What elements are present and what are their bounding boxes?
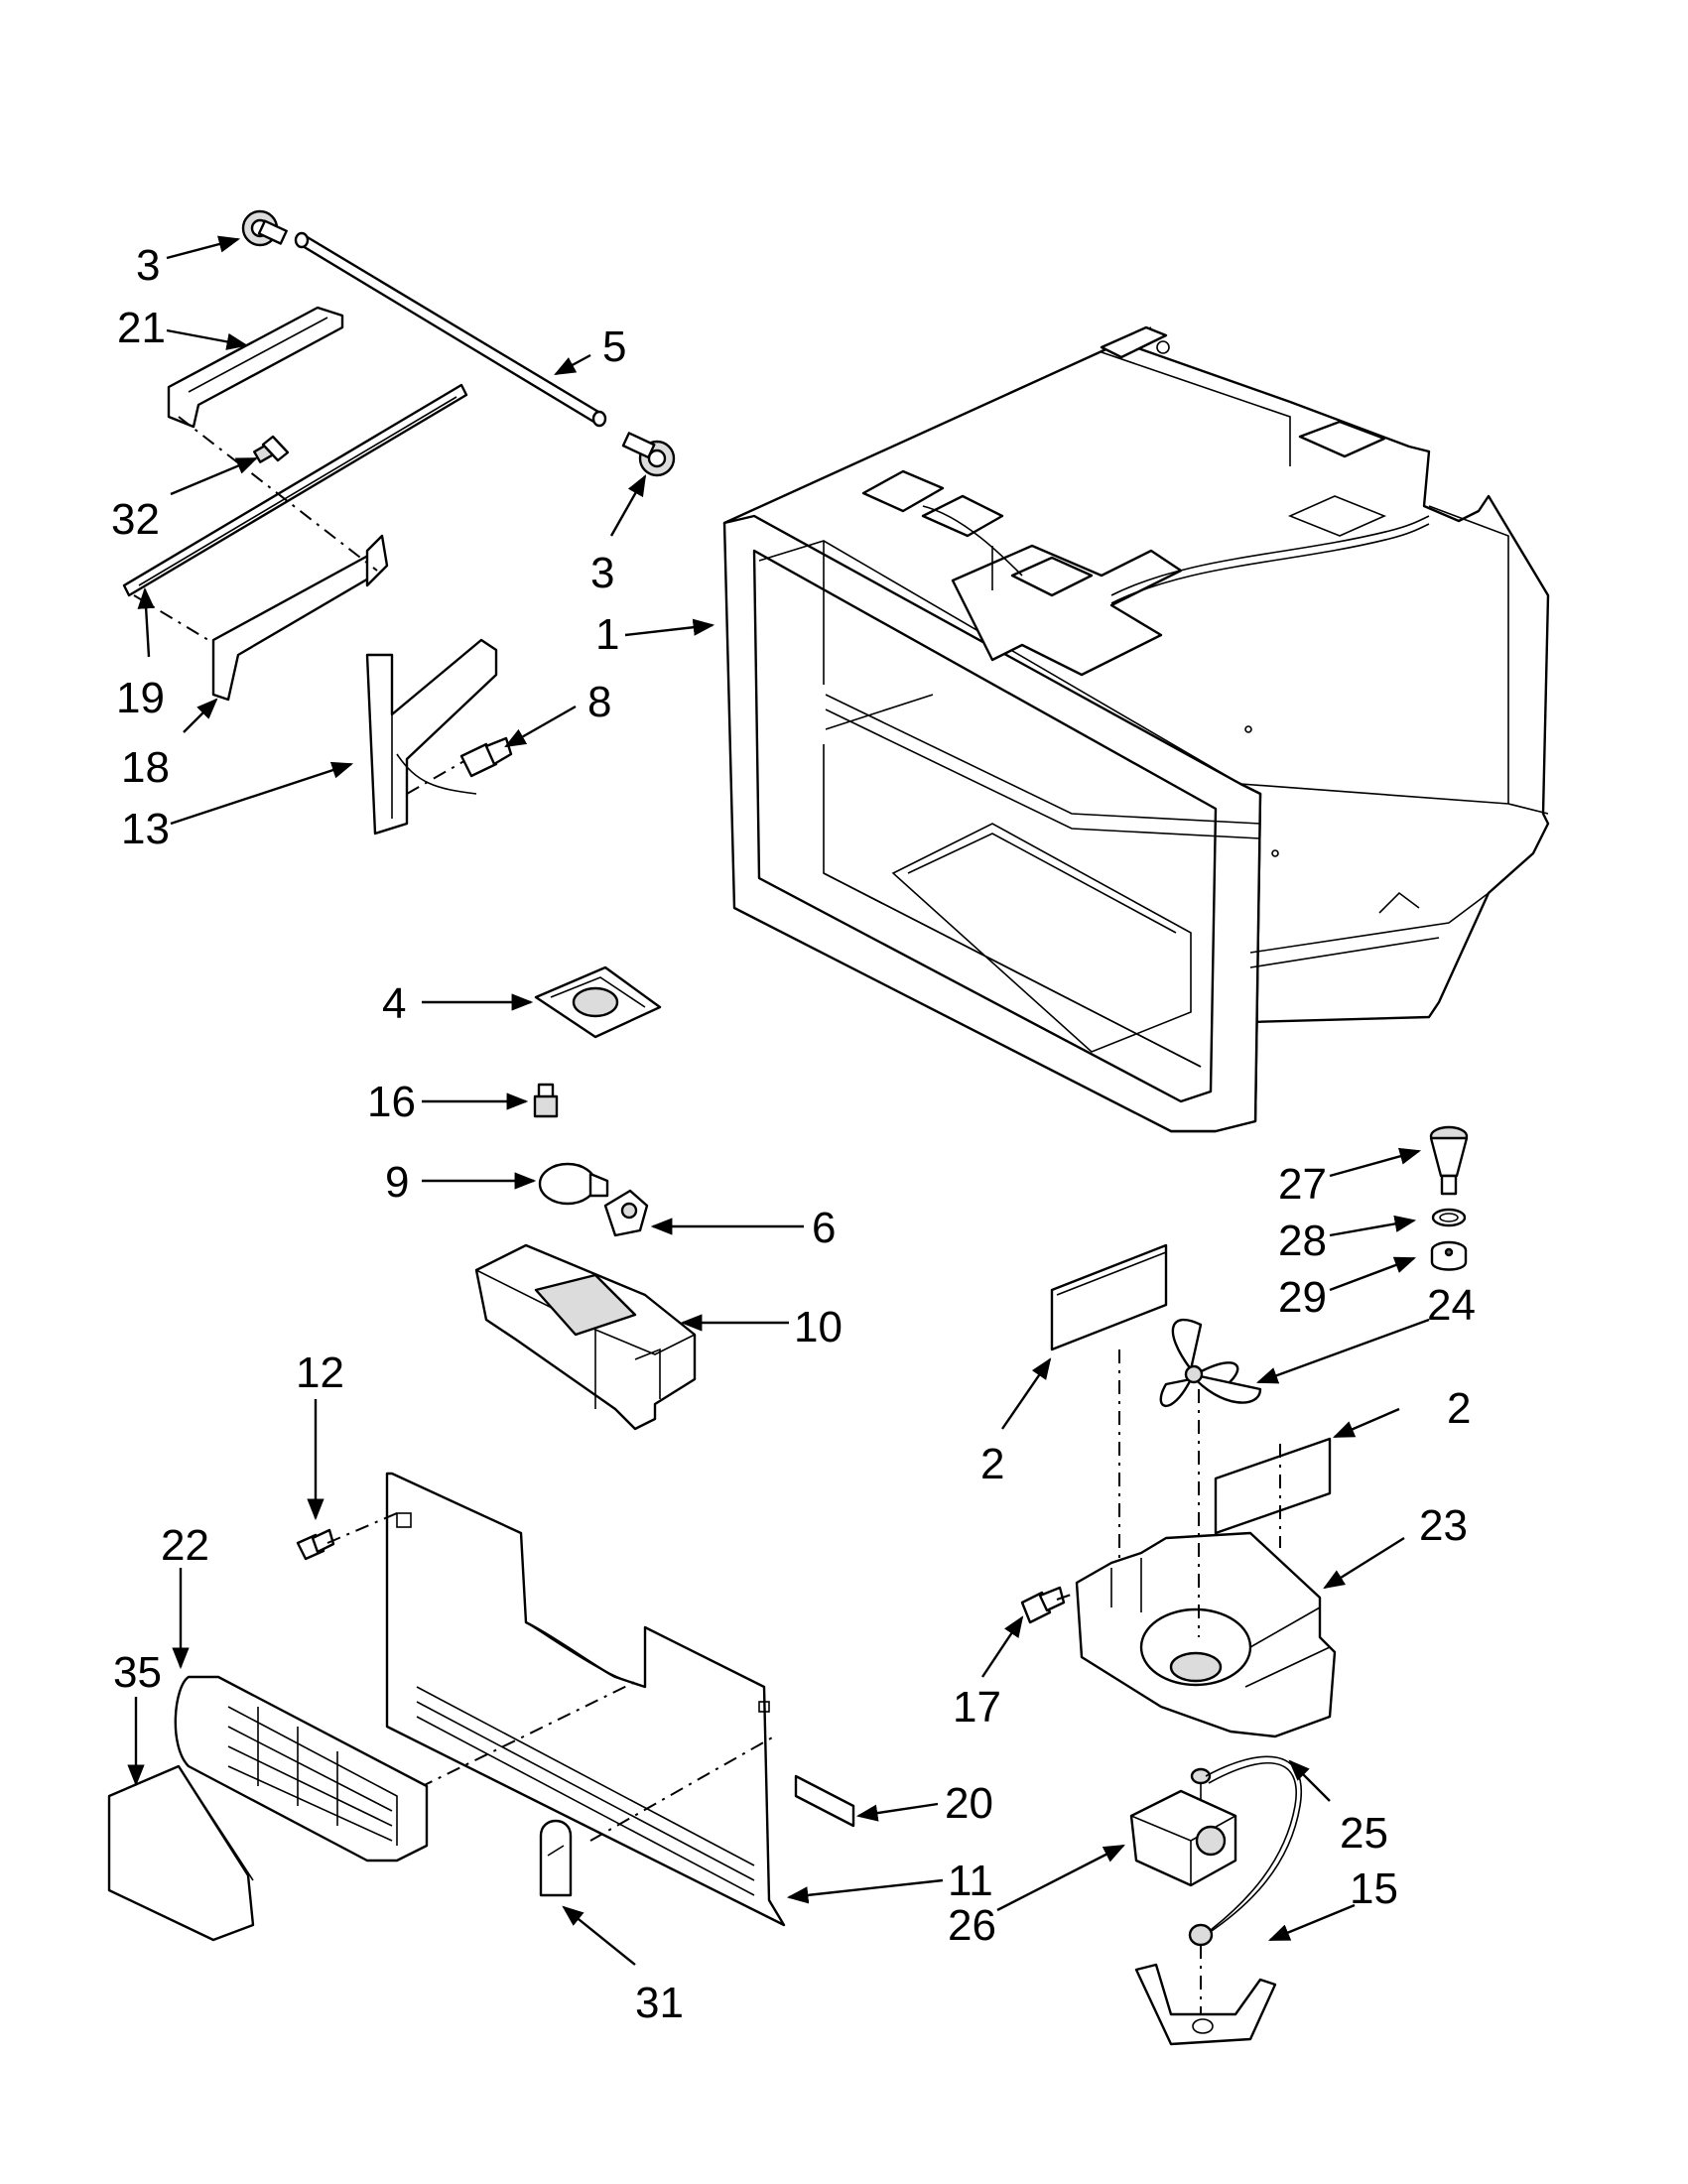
callout-25: 25 xyxy=(1340,1809,1388,1858)
screw-8 xyxy=(459,736,513,778)
callout-24: 24 xyxy=(1427,1281,1476,1330)
callout-4: 4 xyxy=(382,979,406,1028)
callout-1: 1 xyxy=(595,610,619,659)
callout-3-top: 3 xyxy=(136,241,160,290)
light-housing-10 xyxy=(474,1243,697,1431)
drain-cap-29 xyxy=(1430,1240,1468,1271)
drain-trap-27 xyxy=(1429,1125,1469,1196)
grille-22 xyxy=(174,1675,429,1863)
callout-10: 10 xyxy=(794,1303,843,1351)
clip-31 xyxy=(539,1819,573,1897)
motor-wire-25 xyxy=(1205,1755,1303,1936)
callout-22: 22 xyxy=(161,1521,209,1570)
callout-31: 31 xyxy=(635,1979,684,2027)
callout-32: 32 xyxy=(111,495,160,544)
gear-bottom xyxy=(621,432,676,477)
callout-8: 8 xyxy=(587,678,611,726)
light-socket-6 xyxy=(603,1189,649,1237)
callout-27: 27 xyxy=(1278,1160,1327,1209)
motor-bracket-15 xyxy=(1134,1963,1277,2046)
callout-11: 11 xyxy=(948,1857,993,1905)
callout-2-right: 2 xyxy=(1447,1384,1471,1433)
callout-20: 20 xyxy=(945,1779,993,1828)
callout-6: 6 xyxy=(812,1204,836,1252)
callout-35: 35 xyxy=(113,1648,162,1697)
callout-26: 26 xyxy=(948,1901,996,1950)
callout-17: 17 xyxy=(953,1683,1001,1732)
motor-grommet xyxy=(1188,1923,1214,2014)
screw-17 xyxy=(1020,1586,1066,1624)
callout-13: 13 xyxy=(121,805,170,853)
callout-21: 21 xyxy=(117,304,166,352)
callout-29: 29 xyxy=(1278,1273,1327,1322)
shaft-rod xyxy=(294,231,607,428)
foam-block-2a xyxy=(1050,1243,1168,1351)
callout-9: 9 xyxy=(385,1158,409,1207)
callout-2-left: 2 xyxy=(980,1440,1004,1488)
callout-labels: 3 21 5 32 3 1 19 18 8 13 4 16 9 6 27 28 … xyxy=(111,241,1476,2027)
callout-28: 28 xyxy=(1278,1217,1327,1265)
screw-12 xyxy=(296,1528,335,1561)
drain-ring-28 xyxy=(1431,1208,1467,1227)
cover-35 xyxy=(107,1764,255,1942)
leader-lines xyxy=(127,235,1430,1966)
gear-top xyxy=(241,209,288,247)
callout-23: 23 xyxy=(1419,1501,1468,1550)
slide-rail-assembly xyxy=(122,306,468,702)
fan-blade-24 xyxy=(1159,1318,1262,1408)
bracket-13 xyxy=(365,638,498,835)
switch-16 xyxy=(533,1083,559,1118)
light-bulb-9 xyxy=(538,1162,609,1206)
callout-18: 18 xyxy=(121,743,170,792)
foam-strip-20 xyxy=(794,1774,855,1828)
foam-block-2b xyxy=(1214,1437,1332,1535)
fan-motor-26 xyxy=(1129,1767,1237,1887)
screw-32 xyxy=(253,435,290,463)
callout-19: 19 xyxy=(116,674,165,722)
rear-panel-11 xyxy=(326,1472,786,1927)
callout-16: 16 xyxy=(367,1078,416,1126)
callout-15: 15 xyxy=(1350,1864,1398,1913)
callout-3-bottom: 3 xyxy=(590,549,614,597)
freezer-liner xyxy=(722,325,1550,1133)
callout-5: 5 xyxy=(602,322,626,371)
fan-shroud-23 xyxy=(1075,1531,1337,1738)
light-cover-4 xyxy=(534,965,662,1039)
callout-12: 12 xyxy=(296,1349,344,1397)
